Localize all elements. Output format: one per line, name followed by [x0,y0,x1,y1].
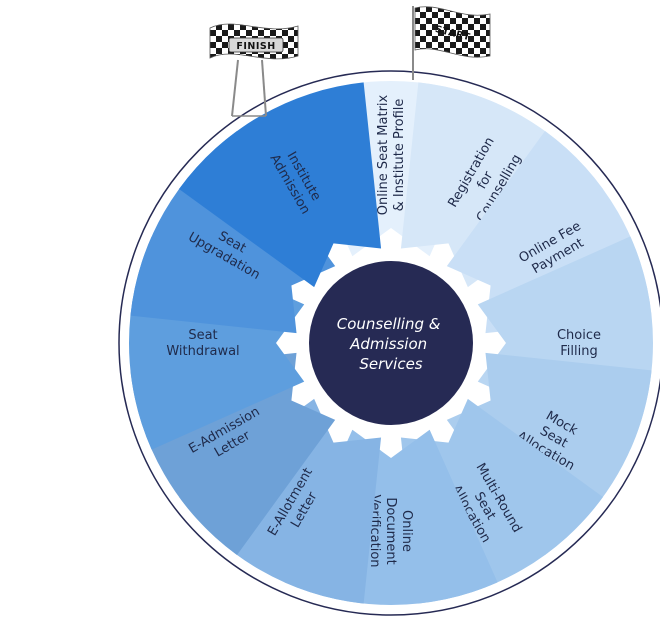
hub: Counselling & Admission Services [309,261,473,425]
segment-7-label-line-1: Online [399,510,414,552]
hub-circle [309,261,473,425]
segment-1-label: Online Seat Matrix& Institute Profile [376,94,407,215]
segment-10-label-line-1: Seat [188,328,217,343]
finish-flag: FINISH [209,23,299,117]
segment-7-label-line-2: Document [383,497,398,564]
hub-line-2: Admission [349,335,427,353]
segment-11: SeatUpgradation [130,131,336,334]
segment-2: RegistrationforCounselling [400,82,603,288]
hub-line-3: Services [359,355,422,373]
segment-12-shape [179,82,382,288]
start-checkered-flag-icon [414,6,491,58]
start-flag: START [412,6,491,80]
segment-4-label-line-1: Choice [557,328,601,343]
finish-flag-pole-left [231,59,239,117]
segment-11-shape [130,131,336,334]
segment-10-label-line-2: Withdrawal [166,344,239,359]
hub-line-1: Counselling & [337,315,441,333]
segment-12: InstituteAdmission [179,82,382,288]
finish-flag-pole-right [261,59,267,117]
segment-5-shape [446,352,652,555]
segment-4-label-line-2: Filling [560,344,597,359]
segment-8-shape [179,398,382,604]
segment-1-label-line-1: Online Seat Matrix [376,94,391,215]
hub-title: Counselling & Admission Services [337,315,446,373]
segment-2-shape [400,82,603,288]
segment-1-label-line-2: & Institute Profile [392,99,407,212]
finish-flag-banner [228,37,284,53]
finish-flag-label: FINISH [236,41,275,52]
